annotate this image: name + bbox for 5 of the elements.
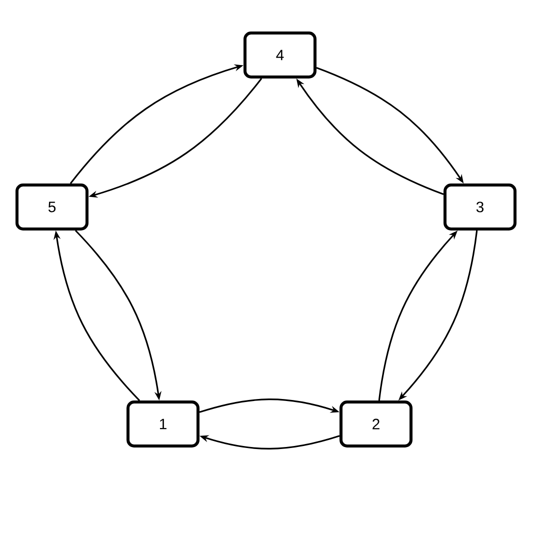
- number-box: 4: [244, 32, 316, 78]
- number-box: 3: [444, 184, 516, 230]
- number-box: 5: [16, 184, 88, 230]
- number-box: 2: [340, 400, 412, 448]
- number-box: 1: [126, 400, 200, 448]
